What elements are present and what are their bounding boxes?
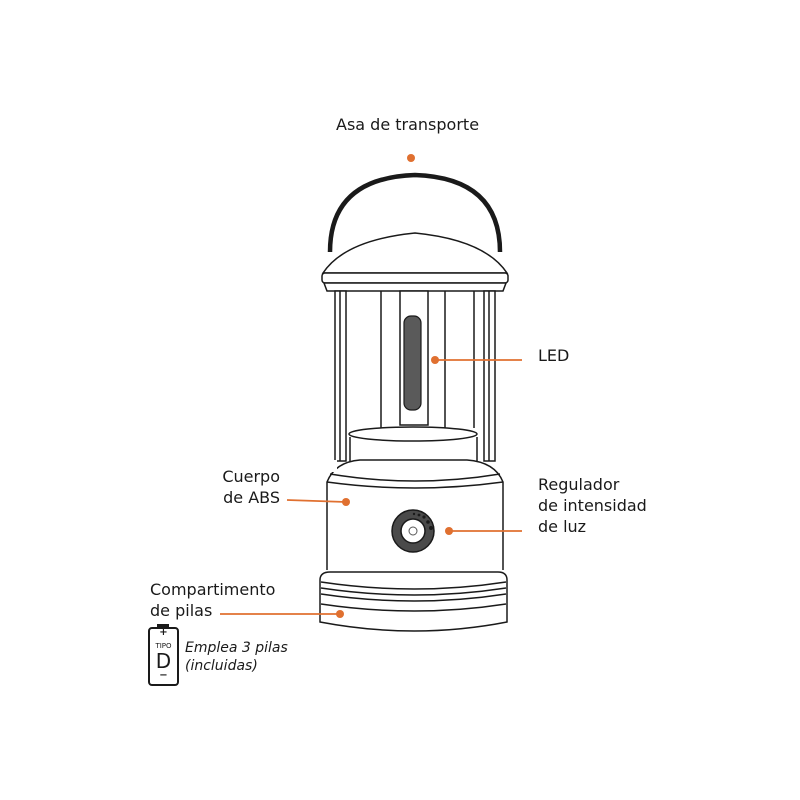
battery-note-line1: Emplea 3 pilas (185, 640, 288, 656)
led-marker (431, 356, 439, 364)
label-battery-line2: de pilas (150, 601, 213, 620)
label-dimmer-line2: de intensidad (538, 496, 647, 515)
label-dimmer-line1: Regulador (538, 475, 620, 494)
label-battery-line1: Compartimento (150, 580, 276, 599)
body-marker (342, 498, 350, 506)
battery-type-label: TIPO (155, 642, 172, 650)
label-handle: Asa de transporte (336, 115, 480, 134)
label-body: Cuerpo de ABS (200, 466, 280, 508)
battery-d-icon (148, 624, 179, 686)
battery-note: Emplea 3 pilas (incluidas) (185, 639, 288, 675)
handle (327, 172, 503, 253)
label-dimmer-line3: de luz (538, 517, 587, 536)
label-led: LED (538, 346, 570, 365)
dimmer-marker (445, 527, 453, 535)
label-body-line2: de ABS (223, 488, 280, 507)
label-dimmer: Regulador de intensidad de luz (538, 474, 647, 537)
battery-icon-text: + TIPO D − (149, 628, 178, 681)
dome-cap (321, 232, 509, 274)
battery-type-letter: D (155, 649, 172, 673)
battery-note-line2: (incluidas) (185, 658, 258, 674)
led-strip (403, 315, 422, 411)
handle-marker (407, 154, 415, 162)
battery-marker (336, 610, 344, 618)
battery-minus: − (159, 670, 168, 681)
battery-plus: + (159, 627, 168, 638)
label-battery-compartment: Compartimento de pilas (150, 579, 275, 621)
label-body-line1: Cuerpo (222, 467, 280, 486)
